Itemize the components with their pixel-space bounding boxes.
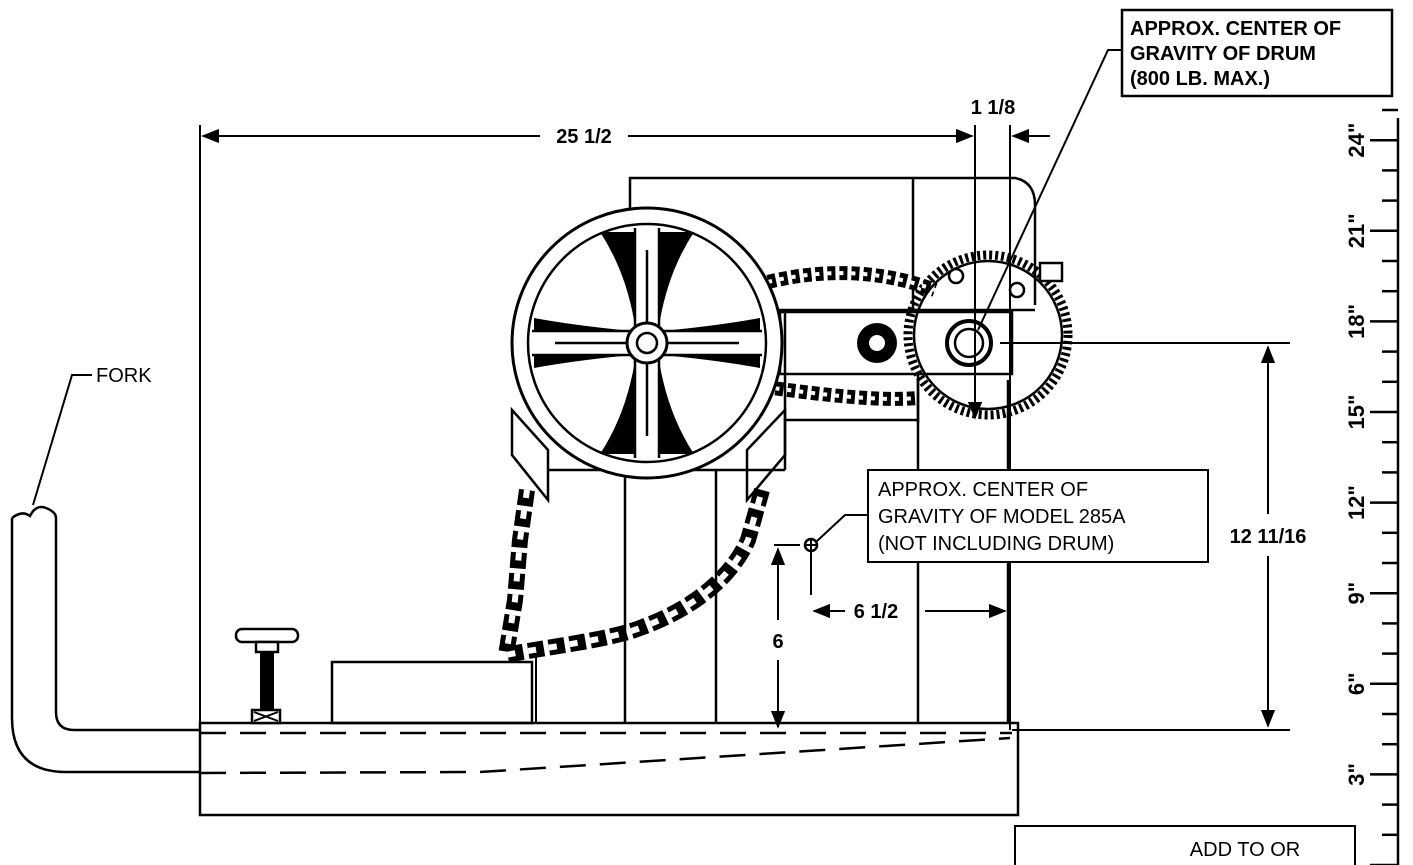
model-cg-line1: APPROX. CENTER OF bbox=[878, 479, 1088, 501]
drum-cg-line3: (800 LB. MAX.) bbox=[1130, 68, 1270, 90]
model-cg-height-value: 6 bbox=[772, 631, 783, 653]
offset-top-value: 1 1/8 bbox=[971, 97, 1015, 119]
tie-down-chain bbox=[496, 487, 770, 723]
fork: FORK bbox=[10, 365, 200, 774]
base-plate bbox=[198, 660, 1020, 817]
dimension-offset-top: 1 1/8 bbox=[971, 97, 1050, 730]
model-cg-marker bbox=[774, 537, 819, 595]
idler-hub bbox=[857, 323, 897, 363]
drum-chocks bbox=[510, 406, 787, 504]
ruler-label: 9" bbox=[1344, 582, 1369, 605]
dimension-model-cg-offset: 6 1/2 bbox=[812, 601, 1007, 623]
ruler-label: 15" bbox=[1344, 395, 1369, 430]
note-box: ADD TO OR bbox=[1014, 825, 1356, 865]
drum-cg-height-value: 12 11/16 bbox=[1230, 526, 1307, 548]
dimension-overall-length: 25 1/2 bbox=[199, 125, 976, 723]
dimension-model-cg-height: 6 bbox=[770, 547, 786, 729]
fork-label: FORK bbox=[96, 365, 152, 387]
drum-wheel bbox=[510, 206, 784, 480]
overall-length-value: 25 1/2 bbox=[556, 126, 612, 148]
note-line1: ADD TO OR bbox=[1190, 839, 1300, 861]
ruler-label: 12" bbox=[1344, 485, 1369, 520]
ruler-label: 24" bbox=[1344, 123, 1369, 158]
sprocket-gear bbox=[903, 250, 1073, 420]
inch-ruler: 3" 6" 9" 12" 15" 18" 21" 24" bbox=[1344, 108, 1400, 865]
ruler-label: 18" bbox=[1344, 304, 1369, 339]
model-cg-line3: (NOT INCLUDING DRUM) bbox=[878, 533, 1114, 555]
ruler-label: 3" bbox=[1344, 763, 1369, 786]
drum-cg-line1: APPROX. CENTER OF bbox=[1130, 18, 1341, 40]
model-cg-offset-value: 6 1/2 bbox=[854, 601, 898, 623]
dimension-drum-cg-height: 12 11/16 bbox=[1000, 342, 1307, 731]
drum-cg-line2: GRAVITY OF DRUM bbox=[1130, 43, 1316, 65]
gear-shaft bbox=[945, 319, 993, 367]
callout-drum-cg: APPROX. CENTER OF GRAVITY OF DRUM (800 L… bbox=[977, 8, 1394, 331]
ruler-label: 6" bbox=[1344, 672, 1369, 695]
clamp-screw bbox=[234, 627, 300, 725]
callout-model-cg: APPROX. CENTER OF GRAVITY OF MODEL 285A … bbox=[816, 469, 1209, 563]
model-cg-line2: GRAVITY OF MODEL 285A bbox=[878, 506, 1126, 528]
ruler-label: 21" bbox=[1344, 213, 1369, 248]
